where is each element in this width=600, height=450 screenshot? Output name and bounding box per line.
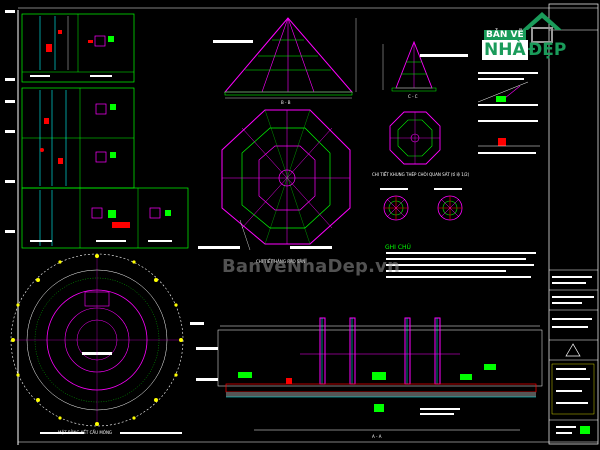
foundation-plan-label: MẶT BẰNG KẾT CẤU MÓNG bbox=[58, 430, 113, 435]
watermark-text: BanVeNhaDep.vn bbox=[222, 256, 401, 277]
plan-label: CHI TIẾT HÀNG RÀO SÂN bbox=[256, 259, 306, 264]
roof-elevation-b bbox=[213, 17, 357, 99]
logo-line3: ĐẸP bbox=[528, 40, 567, 60]
detail-panel-bottom bbox=[21, 187, 189, 249]
octagon-plan bbox=[198, 109, 351, 251]
detail-panel-middle bbox=[21, 87, 135, 189]
detail-panel-top bbox=[21, 13, 135, 83]
logo-line2: NHÀ bbox=[482, 40, 528, 60]
house-icon bbox=[522, 12, 562, 43]
section-c-label: C - C bbox=[408, 94, 418, 99]
small-octagon-plan bbox=[389, 111, 441, 165]
notes-title: GHI CHÚ bbox=[385, 244, 411, 251]
section-a-elevation bbox=[190, 317, 543, 431]
title-block bbox=[548, 3, 599, 445]
detail-title-label: CHI TIẾT KHUNG THÉP CHÒI QUAN SÁT (tỉ lệ… bbox=[372, 172, 470, 177]
right-detail-sketches bbox=[477, 72, 540, 154]
logo-line1: BẢN VẼ bbox=[484, 30, 526, 40]
left-margin-ticks bbox=[5, 10, 15, 233]
foundation-circle-plan bbox=[10, 253, 184, 434]
notes-text-lines bbox=[386, 252, 536, 278]
section-b-label: B - B bbox=[281, 100, 291, 105]
site-logo: BẢN VẼ NHÀ ĐẸP bbox=[478, 10, 590, 62]
steel-joint-details bbox=[380, 188, 463, 221]
roof-elevation-c bbox=[382, 40, 468, 92]
section-a-label: A - A bbox=[372, 434, 382, 439]
